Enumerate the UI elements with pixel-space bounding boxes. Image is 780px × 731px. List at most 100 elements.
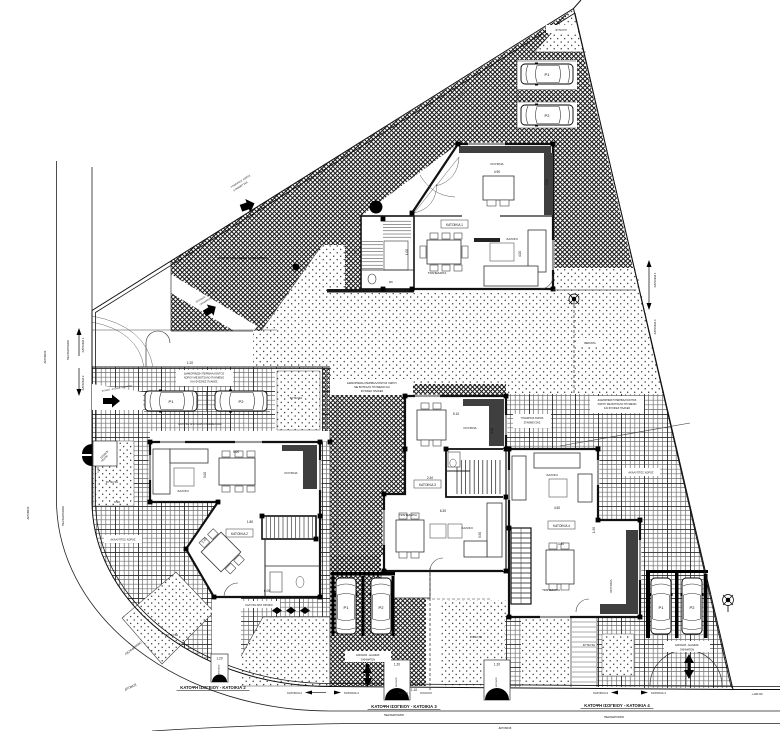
svg-text:ΔΡΟΜΟΣ: ΔΡΟΜΟΣ (43, 350, 47, 363)
svg-text:ΣΤΑΘΜΕΥΣΗΣ: ΣΤΑΘΜΕΥΣΗΣ (524, 422, 541, 425)
svg-text:2.40: 2.40 (427, 476, 433, 480)
svg-text:1.90: 1.90 (592, 527, 596, 533)
svg-text:5.20: 5.20 (114, 500, 120, 504)
svg-text:ΠΕΖΟΔΡΟΜΙΟ: ΠΕΖΟΔΡΟΜΙΟ (384, 713, 405, 717)
svg-text:ΚΑΤΟΙΚΙΑ 1: ΚΑΤΟΙΚΙΑ 1 (81, 337, 85, 352)
svg-text:ΠΕΖΟΔΡΟΜΙΟ: ΠΕΖΟΔΡΟΜΙΟ (66, 339, 70, 360)
svg-text:ΚΟΥΖΙΝΑ: ΚΟΥΖΙΝΑ (609, 580, 613, 593)
svg-text:P1: P1 (659, 605, 665, 610)
svg-text:ΚΑΙ ΦΥΣΙΚΕΣ ΠΛΑΚΕΣ: ΚΑΙ ΦΥΣΙΚΕΣ ΠΛΑΚΕΣ (604, 407, 631, 410)
svg-text:ΦΥΤΕΥΣΗ: ΦΥΤΕΥΣΗ (470, 635, 482, 639)
svg-text:ΔΙΑΜΟΡΦΩΣΗ ΠΕΡΙΒΑΛΛΟΝΤΟΣ ΧΩΡΟΥ: ΔΙΑΜΟΡΦΩΣΗ ΠΕΡΙΒΑΛΛΟΝΤΟΣ ΧΩΡΟΥ (347, 381, 397, 385)
svg-text:3.00: 3.00 (203, 472, 207, 478)
svg-text:ΕΙΣΟΔΟΣ - ΕΞΟΔΟΣ: ΕΙΣΟΔΟΣ - ΕΞΟΔΟΣ (356, 654, 380, 657)
svg-text:ΔΡΟΜΟΣ: ΔΡΟΜΟΣ (498, 726, 511, 730)
svg-text:P1: P1 (344, 605, 350, 610)
svg-text:ΚΑΤΟΙΚΙΑ 3: ΚΑΤΟΙΚΙΑ 3 (344, 691, 359, 695)
svg-text:ΕΙΣΟΔΟΣ: ΕΙΣΟΔΟΣ (395, 677, 398, 687)
svg-text:1.20: 1.20 (187, 361, 193, 365)
svg-text:ΤΡΑΠΕΖΑΡΙΑ: ΤΡΑΠΕΖΑΡΙΑ (428, 271, 446, 275)
svg-text:ΑΚΑΛΥΠΤΟΣ ΧΩΡΟΣ: ΑΚΑΛΥΠΤΟΣ ΧΩΡΟΣ (110, 538, 136, 542)
svg-text:ΦΥΤΕΥΣΗ: ΦΥΤΕΥΣΗ (166, 633, 178, 637)
svg-text:2.45: 2.45 (201, 537, 208, 545)
svg-text:ΣΑΛΟΝΙ: ΣΑΛΟΝΙ (177, 489, 188, 493)
svg-text:ΠΕΖΟΔΡΟΜΙΟ: ΠΕΖΟΔΡΟΜΙΟ (61, 505, 65, 526)
svg-text:ΕΙΣΟΔΟΣ: ΕΙΣΟΔΟΣ (100, 450, 110, 460)
svg-text:P1: P1 (545, 72, 551, 77)
svg-text:ΚΑΤΟΙΚΙΑ 4: ΚΑΤΟΙΚΙΑ 4 (553, 524, 570, 528)
svg-text:ΔΡΟΜΟΣ: ΔΡΟΜΟΣ (26, 506, 30, 519)
svg-text:ΕΙΣΟΔΟΣ: ΕΙΣΟΔΟΣ (218, 664, 221, 674)
svg-text:ΚΟΥΖΙΝΑ: ΚΟΥΖΙΝΑ (491, 162, 504, 166)
svg-text:ΚΑΤΟΨΗ ΙΣΟΓΕΙΟΥ - ΚΑΤΟΙΚΙΑ 2: ΚΑΤΟΨΗ ΙΣΟΓΕΙΟΥ - ΚΑΤΟΙΚΙΑ 2 (180, 685, 246, 690)
svg-text:ΚΑΙ ΦΥΣΙΚΕΣ ΠΛΑΚΕΣ: ΚΑΙ ΦΥΣΙΚΕΣ ΠΛΑΚΕΣ (190, 380, 218, 384)
svg-text:3.90: 3.90 (478, 532, 482, 538)
svg-text:ΚΑΤΟΙΚΙΑ 2: ΚΑΤΟΙΚΙΑ 2 (287, 691, 302, 695)
svg-text:ΦΥΤΕΥΣΗ: ΦΥΤΕΥΣΗ (290, 396, 302, 400)
svg-text:P1: P1 (169, 399, 175, 404)
svg-text:ΚΟΥΖΙΝΑ: ΚΟΥΖΙΝΑ (285, 471, 298, 475)
svg-text:ΚΑΤΟΙΚΙΑ 1: ΚΑΤΟΙΚΙΑ 1 (653, 272, 657, 287)
svg-text:4.90: 4.90 (494, 170, 500, 174)
svg-text:ΑΚΑΛΥΠΤΟΣ ΧΩΡΟΣ: ΑΚΑΛΥΠΤΟΣ ΧΩΡΟΣ (628, 471, 654, 475)
svg-text:P2: P2 (239, 399, 245, 404)
svg-text:ΕΙΣΟΔΟΣ - ΕΞΟΔΟΣ: ΕΙΣΟΔΟΣ - ΕΞΟΔΟΣ (675, 644, 699, 647)
svg-text:ΟΧΗΜΑΤΩΝ: ΟΧΗΜΑΤΩΝ (361, 659, 375, 662)
svg-text:ΦΥΤΕΥΣΗ: ΦΥΤΕΥΣΗ (555, 29, 567, 32)
svg-text:ΦΥΤΕΥΣΗ: ΦΥΤΕΥΣΗ (106, 480, 118, 484)
svg-text:3.15: 3.15 (332, 467, 336, 473)
svg-text:ΣΑΛΟΝΙ: ΣΑΛΟΝΙ (461, 526, 472, 530)
svg-text:ΦΥΤΕΥΣΗ: ΦΥΤΕΥΣΗ (583, 643, 595, 647)
svg-text:ΣΑΛΟΝΙ: ΣΑΛΟΝΙ (506, 237, 517, 241)
svg-text:3.39: 3.39 (545, 179, 549, 185)
svg-text:ΠΕΖΩΝ: ΠΕΖΩΝ (101, 454, 109, 462)
svg-text:1.20: 1.20 (96, 467, 100, 473)
svg-text:ΔΙΑΜΟΡΦΩΣΗ ΠΕΡΙΒΑΛΛΟΝΤΟΣ: ΔΙΑΜΟΡΦΩΣΗ ΠΕΡΙΒΑΛΛΟΝΤΟΣ (598, 399, 637, 402)
svg-text:ΣΑΛΟΝΙ: ΣΑΛΟΝΙ (546, 473, 557, 477)
svg-text:3.15: 3.15 (490, 428, 494, 434)
svg-text:1.10: 1.10 (411, 688, 417, 692)
svg-text:ΚΑΛΥΨΗ ΑΠΟ ΟΡΟΦΟ: ΚΑΛΥΨΗ ΑΠΟ ΟΡΟΦΟ (245, 603, 273, 607)
svg-text:ΚΑΤΟΙΚΙΑ 4: ΚΑΤΟΙΚΙΑ 4 (651, 691, 666, 695)
svg-text:ΚΑΤΟΙΚΙΑ 2: ΚΑΤΟΙΚΙΑ 2 (81, 375, 85, 390)
svg-text:ΦΥΣΙΚΕΣ ΠΛΑΚΕΣ: ΦΥΣΙΚΕΣ ΠΛΑΚΕΣ (361, 389, 384, 393)
svg-text:ΚΑΛΥΨΗ ΑΠΟ ΧΩΡΟ ΣΤΑΘΜΕΥΣΗΣ: ΚΑΛΥΨΗ ΑΠΟ ΧΩΡΟ ΣΤΑΘΜΕΥΣΗΣ (178, 422, 222, 426)
svg-text:6.05: 6.05 (264, 589, 270, 593)
svg-text:ΕΙΣΟΔΟΣ - ΕΞΟΔΟΣ ΟΧΗΜΑΤΩΝ: ΕΙΣΟΔΟΣ - ΕΞΟΔΟΣ ΟΧΗΜΑΤΩΝ (102, 384, 133, 392)
svg-text:4.00: 4.00 (518, 251, 522, 257)
svg-text:+100.00: +100.00 (752, 692, 763, 696)
svg-text:WC: WC (389, 280, 393, 284)
svg-text:ΚΑΤΟΙΚΙΑ 4: ΚΑΤΟΙΚΙΑ 4 (653, 319, 657, 334)
svg-text:1.65: 1.65 (353, 249, 357, 255)
svg-text:6.30: 6.30 (440, 509, 446, 513)
svg-text:1.80: 1.80 (247, 520, 253, 524)
svg-text:3.90: 3.90 (332, 522, 336, 528)
svg-text:ΟΧΗΜΑΤΩΝ: ΟΧΗΜΑΤΩΝ (680, 649, 694, 652)
svg-text:42.10: 42.10 (316, 177, 324, 184)
svg-text:1.20: 1.20 (216, 657, 222, 661)
svg-text:4.50: 4.50 (554, 506, 560, 510)
svg-text:ΚΑΤΟΙΚΙΑ 3: ΚΑΤΟΙΚΙΑ 3 (593, 691, 608, 695)
svg-text:ΟΧΗΜΑΤΩΝ: ΟΧΗΜΑΤΩΝ (199, 297, 212, 307)
svg-text:ΤΡΑΠΕΖΑΡΙΑ: ΤΡΑΠΕΖΑΡΙΑ (399, 513, 417, 517)
svg-text:ΚΑΤΟΙΚΙΑ 1: ΚΑΤΟΙΚΙΑ 1 (446, 223, 463, 227)
svg-text:ΣΤΑΘΜΕΥΣΗΣ: ΣΤΑΘΜΕΥΣΗΣ (233, 181, 249, 193)
svg-text:ΕΙΣΟΔΟΣ: ΕΙΣΟΔΟΣ (495, 677, 498, 687)
svg-text:ΚΑΤΟΙΚΙΑ 3: ΚΑΤΟΙΚΙΑ 3 (419, 483, 436, 487)
svg-text:ΠΕΖΟΔΡΟΜΙΟ: ΠΕΖΟΔΡΟΜΙΟ (604, 715, 625, 719)
svg-text:1.20: 1.20 (394, 663, 400, 667)
svg-text:ΒΕΡΑΝΤΑ: ΒΕΡΑΝΤΑ (584, 342, 596, 345)
svg-text:1.00: 1.00 (405, 249, 409, 255)
svg-text:P2: P2 (690, 605, 696, 610)
svg-text:3.40: 3.40 (558, 542, 564, 546)
svg-text:ΚΟΥΖΙΝΑ: ΚΟΥΖΙΝΑ (464, 426, 477, 430)
svg-text:ΜΕ ΒΟΤΣΑΛΟ ΠΛΥΜΕΝΟ ΚΑΙ: ΜΕ ΒΟΤΣΑΛΟ ΠΛΥΜΕΝΟ ΚΑΙ (354, 385, 390, 389)
svg-text:ΚΑΤΟΨΗ ΙΣΟΓΕΙΟΥ - ΚΑΤΟΙΚΙΑ 3: ΚΑΤΟΨΗ ΙΣΟΓΕΙΟΥ - ΚΑΤΟΙΚΙΑ 3 (371, 704, 437, 709)
svg-text:9.00: 9.00 (233, 450, 239, 454)
svg-text:ΚΑΤΟΨΗ ΙΣΟΓΕΙΟΥ - ΚΑΤΟΙΚΙΑ 4: ΚΑΤΟΨΗ ΙΣΟΓΕΙΟΥ - ΚΑΤΟΙΚΙΑ 4 (584, 703, 650, 708)
svg-text:ΔΡΟΜΟΣ: ΔΡΟΜΟΣ (124, 682, 138, 691)
svg-text:ΤΡΑΠΕΖΑΡΙΑ: ΤΡΑΠΕΖΑΡΙΑ (542, 588, 560, 592)
svg-text:1.20: 1.20 (494, 663, 500, 667)
svg-text:ΚΑΛΥΨΗ ΑΠΟ ΟΡΟΦΟ ΚΑΙ ΠΕΡΓΚΟΛΑ: ΚΑΛΥΨΗ ΑΠΟ ΟΡΟΦΟ ΚΑΙ ΠΕΡΓΚΟΛΑ (218, 256, 268, 260)
svg-text:ΔΙΑΜΟΡΦΩΣΗ ΠΕΡΙΒΑΛΛΟΝΤΟΣ: ΔΙΑΜΟΡΦΩΣΗ ΠΕΡΙΒΑΛΛΟΝΤΟΣ (184, 372, 225, 376)
